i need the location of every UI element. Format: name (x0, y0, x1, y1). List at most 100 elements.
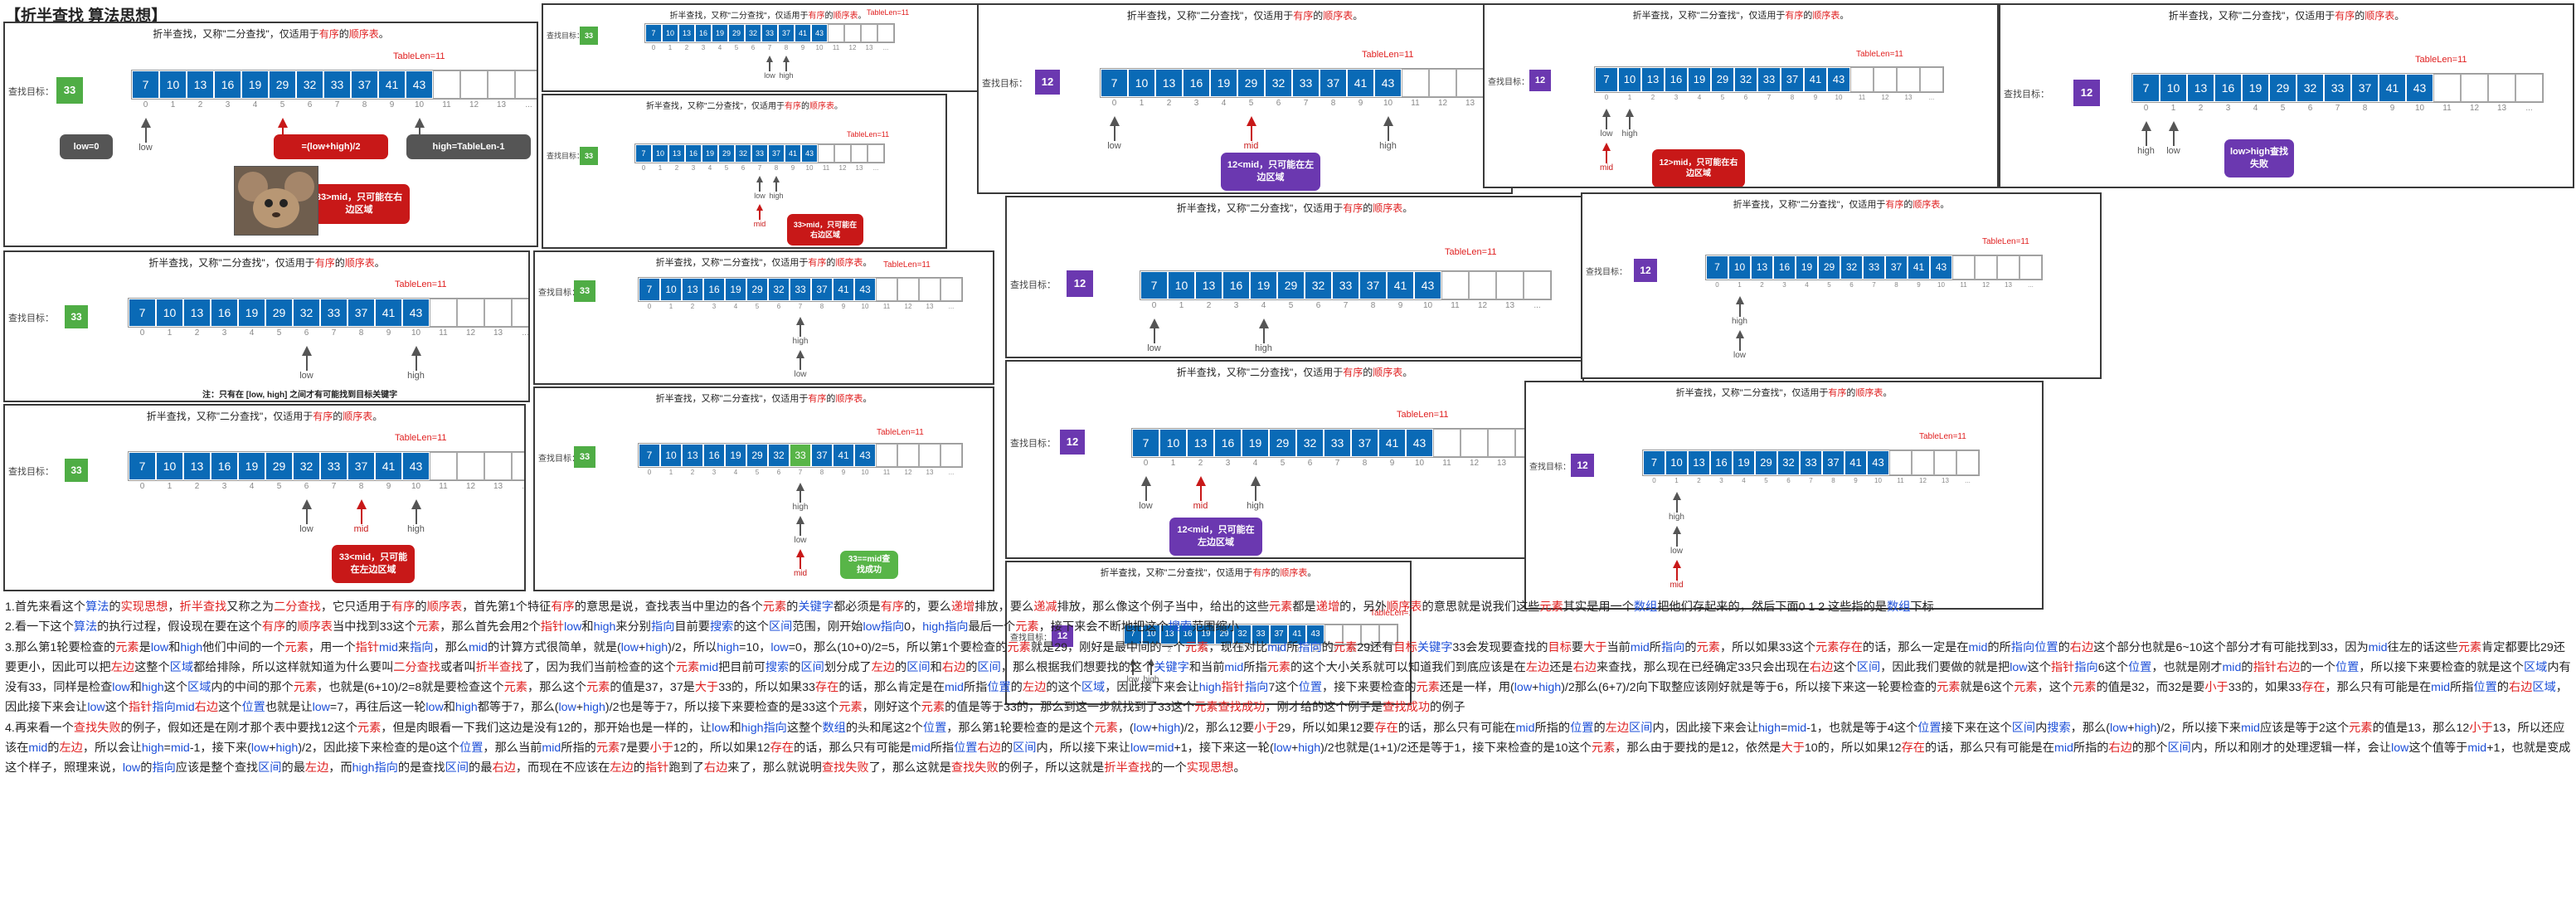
array-cell: 29 (718, 144, 735, 163)
explanation-paragraph-1: 1.首先来看这个算法的实现思想，折半查找又称之为二分查找，它只适用于有序的顺序表… (5, 600, 1934, 614)
array-index: 6 (1240, 646, 1245, 654)
array-index: 6 (304, 482, 309, 491)
array-cell: 43 (402, 299, 430, 327)
mid-pointer: mid (337, 499, 386, 534)
array-index: 2 (690, 303, 695, 310)
array-cell: 37 (351, 70, 378, 99)
array-index: 12 (1919, 477, 1927, 484)
array-index: 10 (414, 100, 425, 109)
array-cell: 32 (2297, 74, 2324, 102)
array-index: 13 (855, 164, 863, 172)
array-cell (2433, 74, 2461, 102)
array-index: 5 (276, 328, 282, 338)
array-index: 1 (167, 328, 173, 338)
array-index: 1 (1179, 301, 1184, 310)
array-index: 3 (701, 44, 706, 51)
array-index: 10 (411, 328, 421, 338)
panel-title: 折半查找，又称"二分查找"，仅适用于有序的顺序表。 (1100, 568, 1317, 578)
array-cell: 37 (1781, 67, 1804, 92)
target-value-box: 33 (65, 459, 88, 482)
array-index: 9 (841, 469, 846, 476)
array-cell: 19 (712, 24, 728, 42)
array-index: 4 (1203, 646, 1208, 654)
target-label: 查找目标： (1010, 280, 1056, 290)
table-len-label: TableLen=11 (1397, 410, 1449, 420)
array-cell (2515, 74, 2543, 102)
array-cell: 32 (768, 278, 790, 301)
array-cell: 16 (703, 278, 725, 301)
range-note: 注：只有在 [low, high] 之间才有可能找到目标关键字 (202, 391, 398, 400)
array-cell: 41 (1845, 450, 1867, 475)
low-pointer: low (121, 118, 171, 153)
array-index: 9 (1854, 477, 1858, 484)
target-label: 查找目标： (8, 87, 54, 97)
array-cell: 7 (645, 24, 662, 42)
array-cell: 16 (1179, 625, 1197, 644)
step-panel-11: 折半查找，又称"二分查找"，仅适用于有序的顺序表。TableLen=11查找目标… (1005, 561, 1412, 705)
table-len-label: TableLen=11 (395, 433, 447, 443)
array-index: 2 (684, 44, 689, 51)
array-index: 1 (1139, 99, 1145, 108)
array-cell: 13 (1751, 255, 1773, 280)
array-cell: 16 (1183, 69, 1210, 97)
array-cell (460, 70, 488, 99)
high-pointer: high (1652, 492, 1702, 522)
array-index: 1 (1149, 646, 1154, 654)
target-label: 查找目标： (982, 79, 1028, 89)
array-cell: 37 (1359, 271, 1387, 299)
array-index: 6 (1276, 99, 1281, 108)
array-index: ... (1385, 646, 1392, 654)
low-pointer: low (1108, 659, 1158, 684)
array-cell (834, 144, 851, 163)
panel-title: 折半查找，又称"二分查找"，仅适用于有序的顺序表。 (148, 257, 385, 269)
panel-title: 折半查找，又称"二分查找"，仅适用于有序的顺序表。 (146, 411, 383, 422)
high-pointer: high (751, 176, 801, 200)
explanation-paragraph-2: 2.看一下这个算法的执行过程，假设现在要在这个有序的顺序表当中找到33这个元素，… (5, 620, 1239, 634)
array-index: 1 (668, 44, 673, 51)
array-cell: 13 (187, 70, 214, 99)
array-cell (2488, 74, 2515, 102)
array-index: 8 (1831, 477, 1835, 484)
array-cell: 7 (639, 278, 660, 301)
array-index: 3 (1225, 459, 1231, 468)
panel-title: 折半查找，又称"二分查找"，仅适用于有序的顺序表。 (1126, 10, 1363, 22)
high-pointer: high (391, 346, 441, 381)
array-cell (1433, 429, 1461, 457)
table-len-label: TableLen=11 (1919, 432, 1966, 441)
target-label: 查找目标： (538, 289, 580, 298)
high-pointer: high (1715, 296, 1765, 326)
array-cell (1343, 625, 1361, 644)
target-label: 查找目标： (547, 152, 585, 160)
table-len-label: TableLen=11 (1856, 50, 1903, 59)
array-index: 1 (668, 469, 673, 476)
array-index: 13 (493, 482, 503, 491)
high-pointer: high (1231, 476, 1281, 511)
array-index: 12 (904, 469, 912, 476)
array-cell: 29 (269, 70, 296, 99)
low-pointer: low (745, 56, 795, 80)
array-cell: 13 (1641, 67, 1665, 92)
target-label: 查找目标： (1010, 634, 1052, 643)
array-cell: 13 (678, 24, 695, 42)
array-index: ... (1965, 477, 1971, 484)
array-index: 10 (815, 44, 824, 51)
callout-bubble: low=0 (60, 134, 113, 159)
low-pointer: low (775, 516, 825, 545)
array-cell: 10 (1168, 271, 1195, 299)
array-index: ... (948, 303, 955, 310)
array-index: 5 (279, 100, 285, 109)
array-cell (515, 70, 537, 99)
callout-bubble: 33==mid查找成功 (840, 551, 898, 579)
array-cell (1488, 429, 1515, 457)
array-cell: 7 (1595, 67, 1618, 92)
array-cell: 29 (1277, 271, 1305, 299)
array-cell (919, 444, 940, 467)
high-pointer: high (1126, 659, 1176, 684)
callout-bubble: 33<mid，只可能在左边区域 (332, 545, 415, 583)
